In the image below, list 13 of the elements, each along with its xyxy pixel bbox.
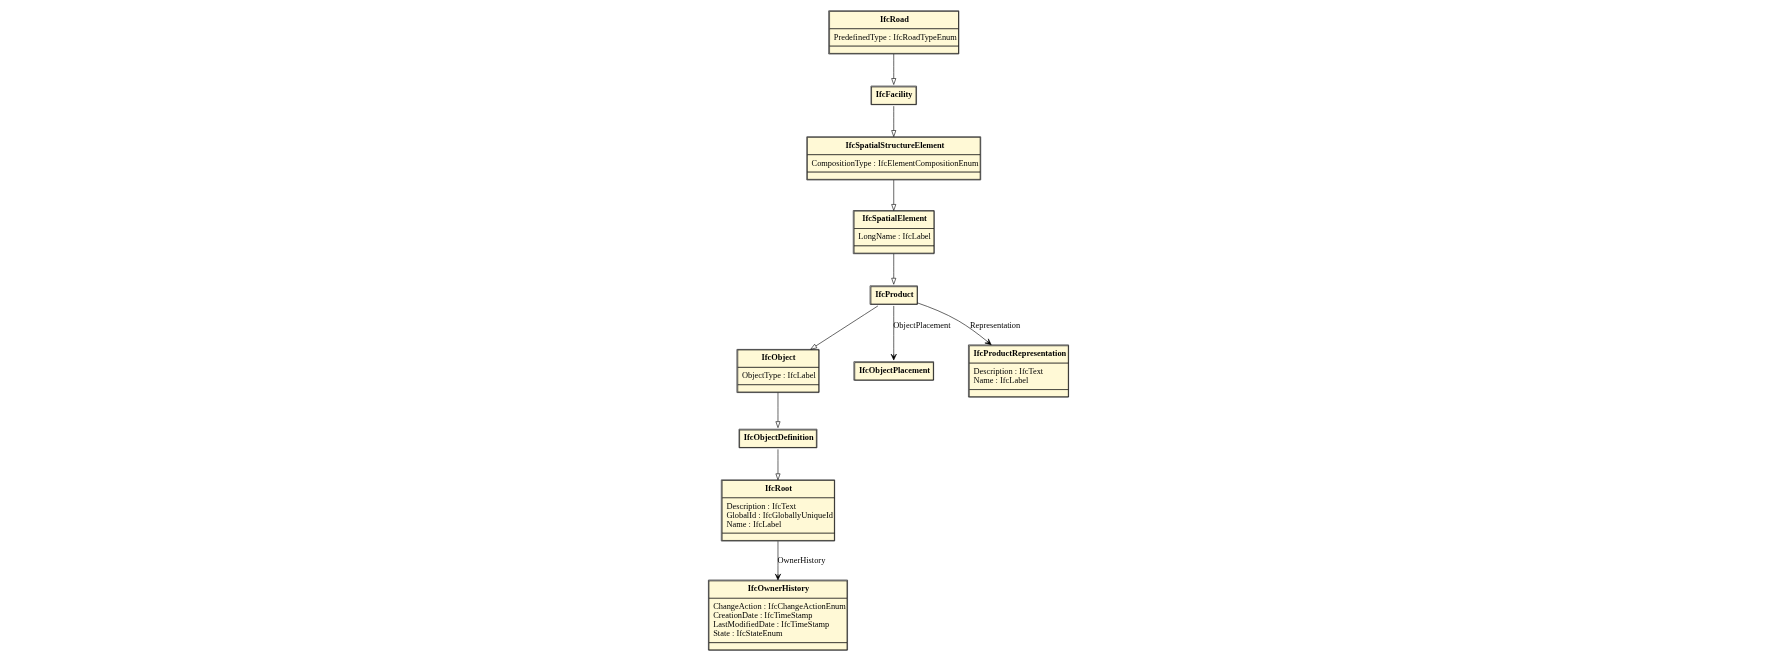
arrow (917, 302, 992, 346)
arrow (775, 540, 781, 581)
edge-label: Representation (970, 320, 1021, 330)
edge-label: ObjectPlacement (893, 320, 951, 330)
edge-label: OwnerHistory (777, 555, 826, 565)
arrow (890, 305, 897, 361)
arrow (891, 253, 897, 285)
arrow (810, 305, 879, 350)
arrow (775, 449, 781, 481)
arrow (775, 392, 781, 428)
arrow (891, 53, 897, 85)
arrow (891, 179, 897, 211)
arrow (891, 105, 897, 137)
